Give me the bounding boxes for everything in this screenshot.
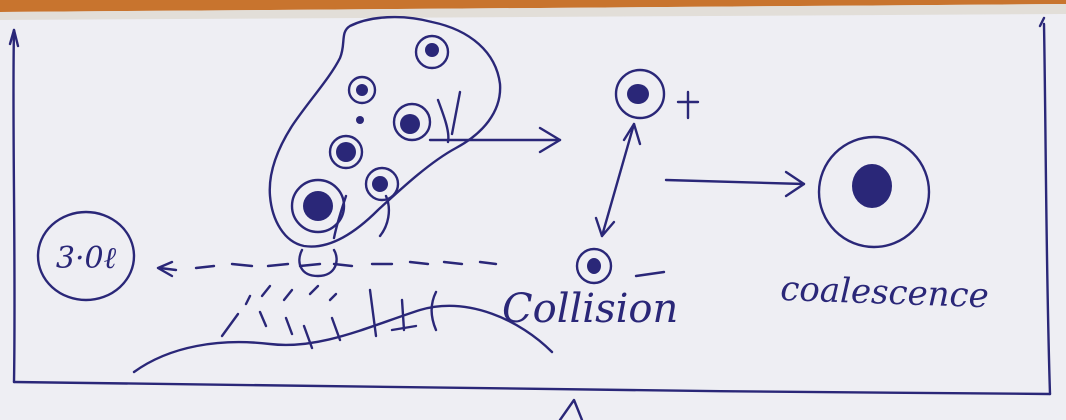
droplet-dot xyxy=(356,116,364,124)
frame-left-line xyxy=(13,30,14,382)
droplet-core-4 xyxy=(336,142,356,162)
top-droplet-core xyxy=(627,84,649,104)
coalescence-label: coalescence xyxy=(780,269,990,316)
droplet-core-2 xyxy=(356,84,368,96)
coalesced-droplet-core xyxy=(852,164,892,208)
droplet-core-3 xyxy=(400,114,420,134)
droplet-core-1 xyxy=(425,43,439,57)
droplet-core-5 xyxy=(372,176,388,192)
droplet-core-6 xyxy=(303,191,333,221)
bottom-droplet-core xyxy=(587,258,601,274)
collision-label: Collision xyxy=(502,286,678,332)
left-bubble-label: 3·0ℓ xyxy=(56,241,117,276)
